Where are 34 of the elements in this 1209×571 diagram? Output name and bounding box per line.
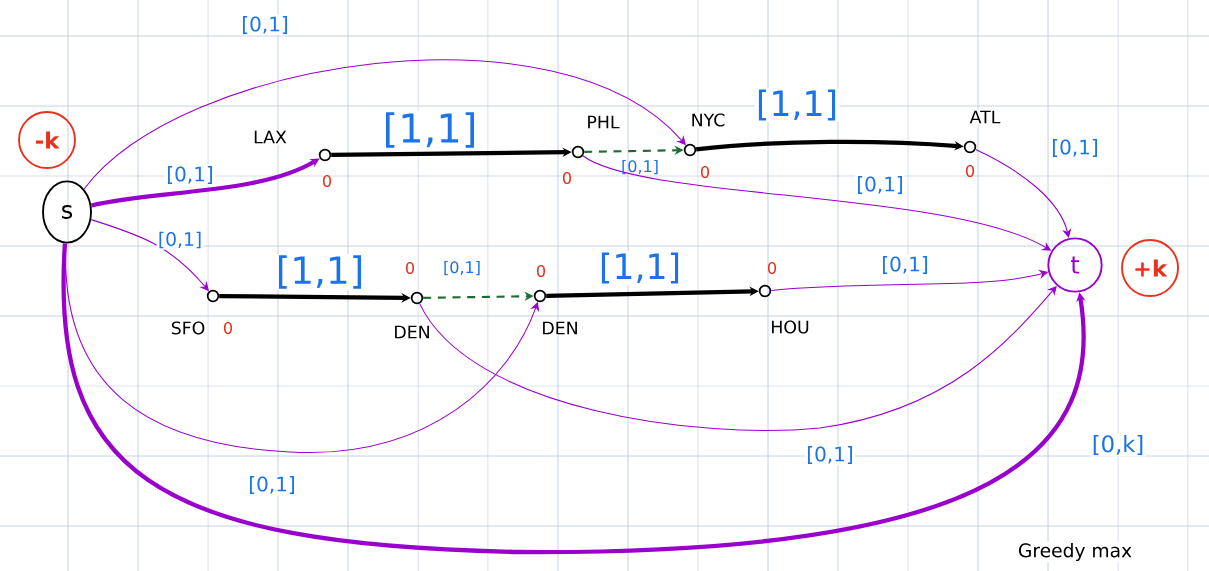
vertex-label: DEN bbox=[540, 320, 580, 336]
edge-label: [1,1] bbox=[381, 110, 479, 150]
demand-label: 0 bbox=[965, 164, 975, 178]
edge-label: [0,1] bbox=[804, 444, 856, 466]
edge-label: [0,1] bbox=[444, 260, 480, 276]
edge-label: [0,1] bbox=[164, 164, 216, 186]
edge-label: [0,k] bbox=[1090, 433, 1146, 457]
edge-label: [1,1] bbox=[597, 251, 683, 285]
arrow bbox=[61, 243, 1086, 555]
vertex-label: SFO bbox=[169, 320, 207, 336]
edge-label: [0,1] bbox=[246, 474, 298, 496]
edge-label: [0,1] bbox=[854, 174, 906, 196]
vertex-label: DEN bbox=[392, 324, 432, 340]
demand-label: 0 bbox=[322, 174, 332, 188]
vertex-label: LAX bbox=[251, 129, 289, 145]
edge-label: [0,1] bbox=[1050, 137, 1101, 159]
demand-label: 0 bbox=[767, 261, 777, 275]
edge-label: [1,1] bbox=[274, 254, 366, 290]
edge-label: [0,1] bbox=[239, 14, 291, 36]
arrow bbox=[83, 59, 686, 190]
demand-label: 0 bbox=[223, 321, 233, 335]
demand-label: 0 bbox=[405, 261, 415, 275]
demand-label: 0 bbox=[700, 165, 710, 179]
vertex-label: HOU bbox=[769, 319, 812, 335]
edge-label: [1,1] bbox=[754, 88, 840, 122]
edge-label: [0,1] bbox=[879, 254, 931, 276]
demand-label: 0 bbox=[562, 171, 572, 185]
vertex-label: NYC bbox=[689, 112, 727, 128]
demand-label: 0 bbox=[536, 264, 546, 278]
note-text: Greedy max bbox=[1016, 541, 1134, 563]
edge-label: [0,1] bbox=[622, 159, 658, 175]
edge-label: [0,1] bbox=[156, 230, 204, 250]
vertex-label: ATL bbox=[968, 109, 1002, 125]
vertex-label: PHL bbox=[585, 114, 621, 130]
